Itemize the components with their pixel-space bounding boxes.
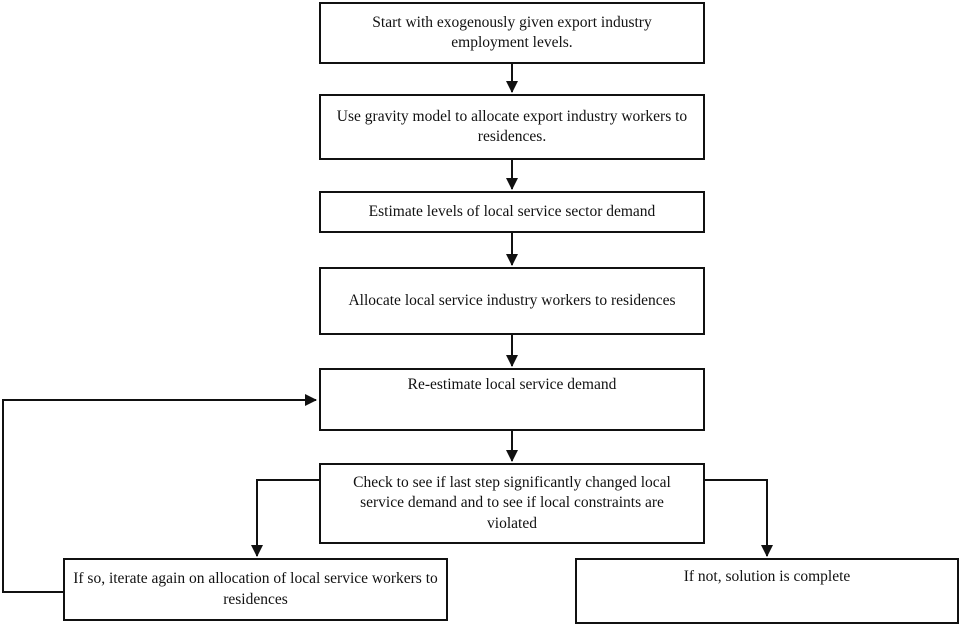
flow-node-start-label: Start with exogenously given export indu… (372, 13, 652, 52)
edge-check-iterate (251, 479, 319, 557)
edge-check-complete (705, 479, 773, 557)
flow-node-estimate-demand-label: Estimate levels of local service sector … (368, 202, 656, 220)
flow-node-solution-complete: If not, solution is complete (575, 558, 959, 624)
flow-node-start: Start with exogenously given export indu… (319, 2, 705, 64)
flow-node-reestimate-demand: Re-estimate local service demand (319, 368, 705, 431)
flow-node-check-convergence-label: Check to see if last step significantly … (353, 473, 671, 532)
flow-node-reestimate-demand-label: Re-estimate local service demand (407, 376, 617, 393)
flow-node-allocate-workers-label: Allocate local service industry workers … (348, 291, 676, 309)
flow-node-estimate-demand: Estimate levels of local service sector … (319, 191, 705, 233)
flow-node-gravity-model: Use gravity model to allocate export ind… (319, 94, 705, 160)
flow-node-iterate-again: If so, iterate again on allocation of lo… (63, 558, 448, 621)
flow-node-allocate-workers: Allocate local service industry workers … (319, 267, 705, 335)
flow-node-iterate-again-label: If so, iterate again on allocation of lo… (73, 570, 438, 608)
flow-node-solution-complete-label: If not, solution is complete (683, 568, 851, 585)
flow-node-check-convergence: Check to see if last step significantly … (319, 463, 705, 544)
flow-node-gravity-model-label: Use gravity model to allocate export ind… (336, 107, 688, 146)
